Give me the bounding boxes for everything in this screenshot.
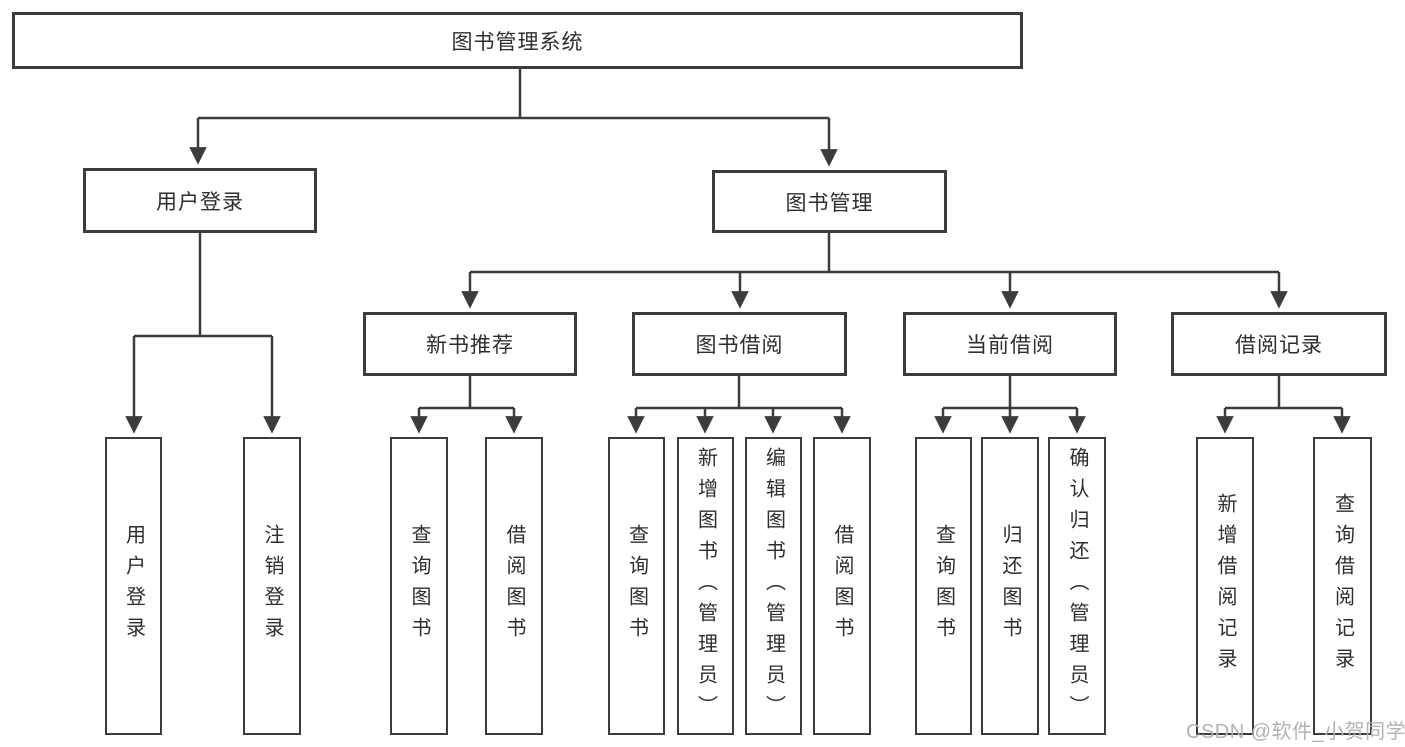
leaf-recommend-borrow-books: 借阅图书 xyxy=(485,437,543,735)
node-label: 编辑图书（管理员） xyxy=(762,446,785,726)
node-label: 用户登录 xyxy=(156,190,244,214)
node-label: 用户登录 xyxy=(122,524,145,648)
node-label: 图书管理 xyxy=(785,191,874,215)
leaf-recommend-query-books: 查询图书 xyxy=(390,437,448,735)
node-label: 新增图书（管理员） xyxy=(694,446,717,726)
node-label: 查询图书 xyxy=(932,524,955,648)
node-label: 借阅图书 xyxy=(503,524,525,648)
node-label: 查询图书 xyxy=(625,524,648,648)
node-label: 查询借阅记录 xyxy=(1331,493,1354,679)
node-label: 图书管理系统 xyxy=(451,30,584,54)
node-label: 查询图书 xyxy=(408,524,430,648)
node-label: 借阅图书 xyxy=(831,524,853,648)
leaf-borrowing-edit-books-admin: 编辑图书（管理员） xyxy=(745,437,802,735)
leaf-borrowing-borrow-books: 借阅图书 xyxy=(813,437,871,735)
node-label: 当前借阅 xyxy=(966,334,1054,357)
leaf-borrowing-query-books: 查询图书 xyxy=(608,437,665,735)
node-label: 借阅记录 xyxy=(1235,334,1323,357)
node-label: 新增借阅记录 xyxy=(1214,493,1236,679)
leaf-current-return-books: 归还图书 xyxy=(981,437,1039,735)
node-label: 确认归还（管理员） xyxy=(1066,446,1088,726)
leaf-records-add-record: 新增借阅记录 xyxy=(1196,437,1254,735)
node-label: 注销登录 xyxy=(261,524,283,648)
node-borrow-records: 借阅记录 xyxy=(1171,312,1387,376)
node-label: 图书借阅 xyxy=(695,334,784,357)
node-book-borrowing: 图书借阅 xyxy=(632,312,847,376)
leaf-logout: 注销登录 xyxy=(243,437,301,735)
leaf-borrowing-add-books-admin: 新增图书（管理员） xyxy=(677,437,734,735)
node-new-book-recommend: 新书推荐 xyxy=(363,312,577,376)
node-label: 新书推荐 xyxy=(426,334,514,357)
leaf-records-query-record: 查询借阅记录 xyxy=(1313,437,1372,735)
leaf-current-query-books: 查询图书 xyxy=(915,437,972,735)
node-user-login: 用户登录 xyxy=(83,168,317,233)
watermark-text: CSDN @软件_小贺同学 xyxy=(1186,721,1405,743)
node-label: 归还图书 xyxy=(999,524,1021,648)
leaf-current-confirm-return-admin: 确认归还（管理员） xyxy=(1048,437,1106,735)
node-book-management: 图书管理 xyxy=(712,170,947,233)
node-current-borrowing: 当前借阅 xyxy=(903,312,1117,376)
leaf-user-login: 用户登录 xyxy=(105,437,162,735)
node-library-management-system: 图书管理系统 xyxy=(12,12,1023,69)
